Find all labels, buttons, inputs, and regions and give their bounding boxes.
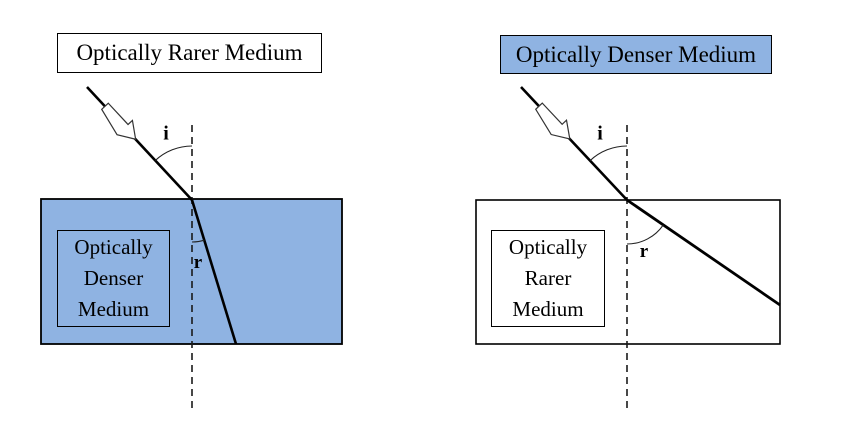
left-top-medium-label: Optically Rarer Medium <box>76 40 303 65</box>
left-incidence-angle-label: i <box>163 122 169 145</box>
left-refracted-ray <box>190 199 238 345</box>
left-incident-ray <box>86 86 193 201</box>
left-lower-medium-label-line: Optically <box>74 235 153 259</box>
left-lower-medium-label-line: Medium <box>77 297 150 321</box>
left-top-medium-label-box: Optically Rarer Medium <box>57 33 322 73</box>
right-refraction-angle-label: r <box>639 241 649 262</box>
right-lower-medium-label-line: Medium <box>512 297 584 321</box>
right-incidence-angle-arc <box>589 145 628 162</box>
right-lower-medium-label-line: Rarer <box>524 266 572 290</box>
right-refraction-angle-arc <box>626 224 664 245</box>
right-incident-ray <box>520 86 628 201</box>
right-lower-medium-label-line: Optically <box>508 235 588 259</box>
right-refracted-ray <box>626 198 781 307</box>
right-top-medium-label: Optically Denser Medium <box>515 41 757 67</box>
right-top-medium-label-box: Optically Denser Medium <box>500 35 772 74</box>
left-lower-medium-label-box: Optically Denser Medium <box>57 230 170 327</box>
right-lower-medium-label-box: Optically Rarer Medium <box>491 230 605 327</box>
left-ray-direction-arrow-icon <box>100 102 137 141</box>
left-refraction-angle-label: r <box>193 252 203 273</box>
left-refraction-angle-arc <box>191 239 205 243</box>
left-incidence-angle-arc <box>154 145 193 161</box>
left-lower-medium-label-line: Denser <box>83 266 144 290</box>
right-ray-direction-arrow-icon <box>534 102 571 140</box>
right-incidence-angle-label: i <box>597 122 603 145</box>
